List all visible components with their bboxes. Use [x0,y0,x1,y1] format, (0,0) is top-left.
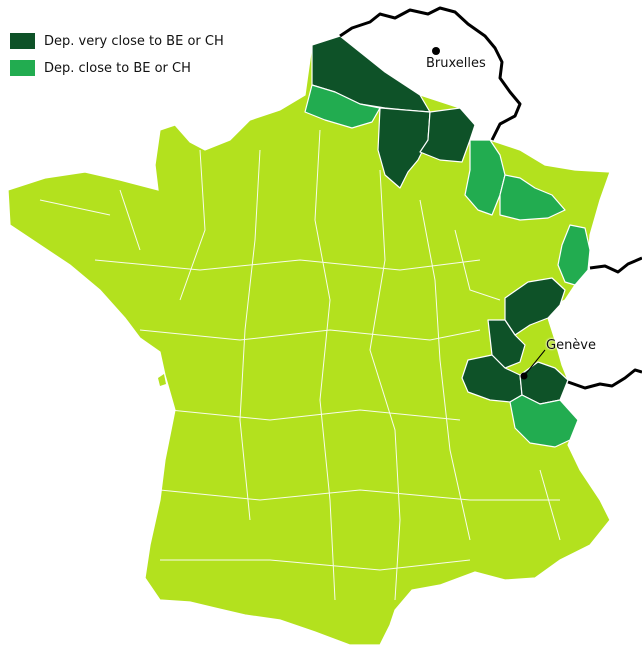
dept-haut-rhin [557,224,591,286]
belgium-border [339,6,522,141]
dept-savoie [509,394,579,448]
city-label-geneva: Genève [546,338,597,353]
city-label-brussels: Bruxelles [426,56,486,71]
brussels-marker [432,47,440,55]
legend-swatch-close [10,60,35,76]
legend-label-close: Dep. close to BE or CH [44,60,191,76]
atlantic-island [158,374,166,386]
department-boundaries [39,129,561,601]
legend-item-close: Dep. close to BE or CH [10,59,224,77]
legend-label-very-close: Dep. very close to BE or CH [44,33,224,49]
dept-moselle [499,174,566,221]
switzerland-border-south [567,368,642,390]
legend-item-very-close: Dep. very close to BE or CH [10,32,224,50]
legend-swatch-very-close [10,33,35,49]
geneva-pointer-line [523,349,546,377]
switzerland-border [589,256,642,274]
dept-ardennes [419,107,476,163]
dept-somme [304,84,381,129]
map-legend: Dep. very close to BE or CH Dep. close t… [10,32,224,86]
dept-meurthe-moselle [464,139,506,216]
